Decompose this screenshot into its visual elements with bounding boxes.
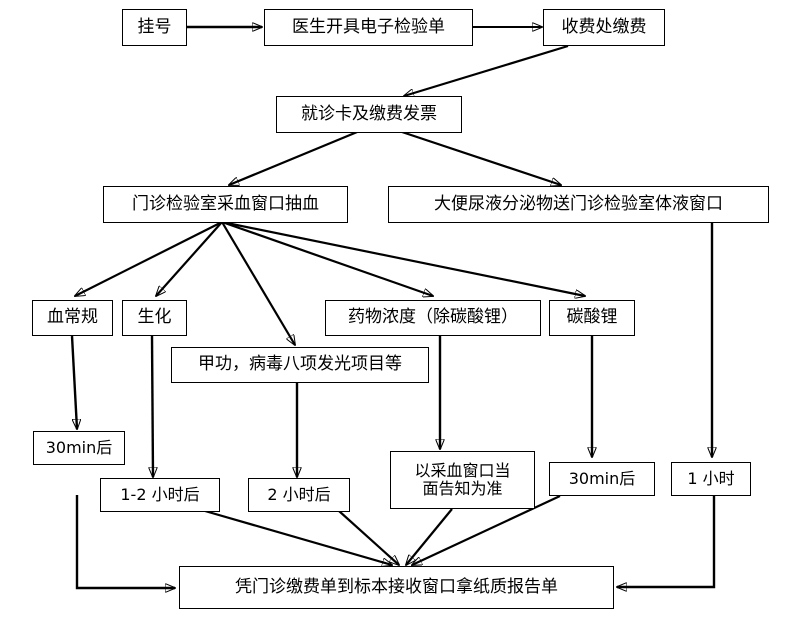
node-label: 生化 — [137, 307, 172, 328]
edge-1-2hour-to-report — [204, 509, 392, 565]
node-wait-30min-blood-routine[interactable]: 30min后 — [33, 431, 125, 465]
node-label: 药物浓度（除碳酸锂） — [348, 307, 518, 328]
node-thyroid-virus-panel[interactable]: 甲功，病毒八项发光项目等 — [171, 347, 429, 383]
node-wait-1-hour[interactable]: 1 小时 — [671, 462, 751, 496]
node-label: 30min后 — [45, 437, 113, 457]
node-label: 挂号 — [137, 16, 172, 37]
edge-fapiao-to-choxue — [229, 128, 363, 187]
node-wait-2-hours[interactable]: 2 小时后 — [248, 478, 350, 512]
edge-choxue-to-shenghua — [156, 221, 223, 296]
edge-yicaixue-to-report — [406, 508, 453, 565]
node-label: 血常规 — [47, 307, 98, 328]
node-label: 甲功，病毒八项发光项目等 — [198, 354, 402, 375]
node-label: 2 小时后 — [267, 484, 331, 504]
node-label: 就诊卡及缴费发票 — [301, 103, 437, 124]
node-drug-concentration[interactable]: 药物浓度（除碳酸锂） — [325, 300, 541, 336]
node-doctor-order[interactable]: 医生开具电子检验单 — [264, 9, 473, 46]
edge-choxue-to-tansuanli — [221, 220, 585, 296]
node-card-and-invoice[interactable]: 就诊卡及缴费发票 — [276, 96, 462, 133]
node-body-fluid-window[interactable]: 大便尿液分泌物送门诊检验室体液窗口 — [388, 186, 769, 223]
node-label: 门诊检验室采血窗口抽血 — [132, 193, 319, 214]
node-guahao[interactable]: 挂号 — [122, 9, 187, 46]
edge-shenghua-to-1-2hour — [152, 335, 153, 477]
node-label: 凭门诊缴费单到标本接收窗口拿纸质报告单 — [235, 576, 558, 597]
node-label: 碳酸锂 — [566, 307, 618, 328]
node-label: 1 小时 — [687, 468, 735, 488]
node-blood-draw-window[interactable]: 门诊检验室采血窗口抽血 — [103, 186, 348, 223]
node-blood-routine[interactable]: 血常规 — [32, 300, 113, 336]
node-label: 大便尿液分泌物送门诊检验室体液窗口 — [434, 193, 723, 214]
edge-choxue-to-yaowunongdu — [221, 220, 433, 296]
edge-jiaofei-to-fapiao — [404, 44, 569, 96]
node-label: 1-2 小时后 — [120, 484, 200, 504]
edge-choxue-to-xuechanggui — [75, 221, 223, 296]
edge-choxue-to-jiagong — [221, 221, 295, 345]
edge-yixiaoshi-to-report — [617, 496, 716, 587]
node-wait-30min-lithium[interactable]: 30min后 — [549, 462, 655, 496]
node-label: 30min后 — [568, 468, 636, 488]
edge-xuechanggui-to-30min — [70, 335, 77, 429]
node-label: 以采血窗口当 面告知为准 — [414, 460, 511, 498]
node-label: 医生开具电子检验单 — [292, 16, 445, 37]
node-wait-1-2-hours[interactable]: 1-2 小时后 — [100, 478, 220, 512]
edge-2hour-to-report — [338, 510, 399, 565]
node-cashier-payment[interactable]: 收费处缴费 — [543, 9, 665, 46]
node-notified-at-window[interactable]: 以采血窗口当 面告知为准 — [390, 451, 535, 509]
node-collect-paper-report[interactable]: 凭门诊缴费单到标本接收窗口拿纸质报告单 — [179, 566, 614, 609]
node-biochemistry[interactable]: 生化 — [122, 300, 187, 336]
edge-fapiao-to-tiye — [395, 128, 561, 185]
node-lithium-carbonate[interactable]: 碳酸锂 — [549, 300, 635, 336]
node-label: 收费处缴费 — [561, 16, 647, 37]
